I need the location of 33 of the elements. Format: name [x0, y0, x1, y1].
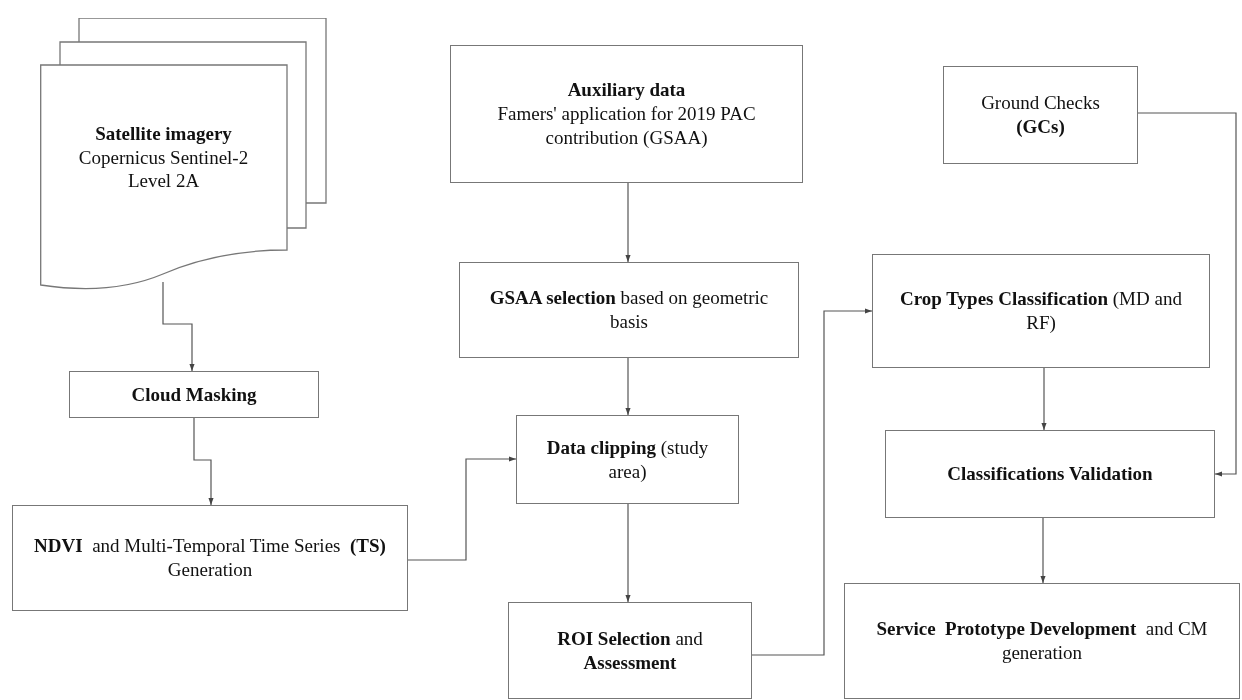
box-text: Famers' application for 2019 PAC contribution (GSAA)	[496, 102, 757, 150]
box-text: ROI Selection and Assessment	[556, 626, 704, 675]
box-title: Satellite imagery	[95, 121, 232, 146]
box-text: Ground Checks (GCs)	[980, 91, 1101, 139]
process-box	[885, 430, 1215, 518]
arrow	[625, 503, 631, 603]
arrow	[193, 417, 214, 506]
arrow	[1040, 517, 1046, 584]
box-text: Service Prototype Development and CM generation	[875, 617, 1209, 665]
process-box	[872, 254, 1210, 368]
process-box	[508, 602, 752, 699]
process-box	[516, 415, 739, 504]
process-box	[450, 45, 803, 183]
process-box	[943, 66, 1138, 164]
box-text: Crop Types Classification (MD and RF)	[899, 287, 1183, 335]
box-text: NDVI and Multi-Temporal Time Series (TS) Generation	[33, 534, 387, 582]
arrow	[1041, 367, 1047, 431]
process-box	[12, 505, 408, 611]
process-box	[69, 371, 319, 418]
arrow	[625, 357, 631, 416]
arrow	[625, 182, 631, 263]
box-text: Copernicus Sentinel-2 Level 2A	[77, 145, 250, 194]
arrow	[1137, 112, 1237, 477]
box-text: Data clipping (study area)	[545, 435, 710, 484]
arrow	[751, 308, 873, 656]
arrow	[407, 456, 517, 561]
process-box	[844, 583, 1240, 699]
box-title: Classifications Validation	[947, 462, 1153, 486]
arrow	[162, 281, 195, 372]
box-title: Cloud Masking	[131, 382, 257, 407]
box-text: GSAA selection based on geometric basis	[488, 286, 770, 334]
process-box	[459, 262, 799, 358]
box-title: Auxiliary data	[567, 78, 686, 103]
